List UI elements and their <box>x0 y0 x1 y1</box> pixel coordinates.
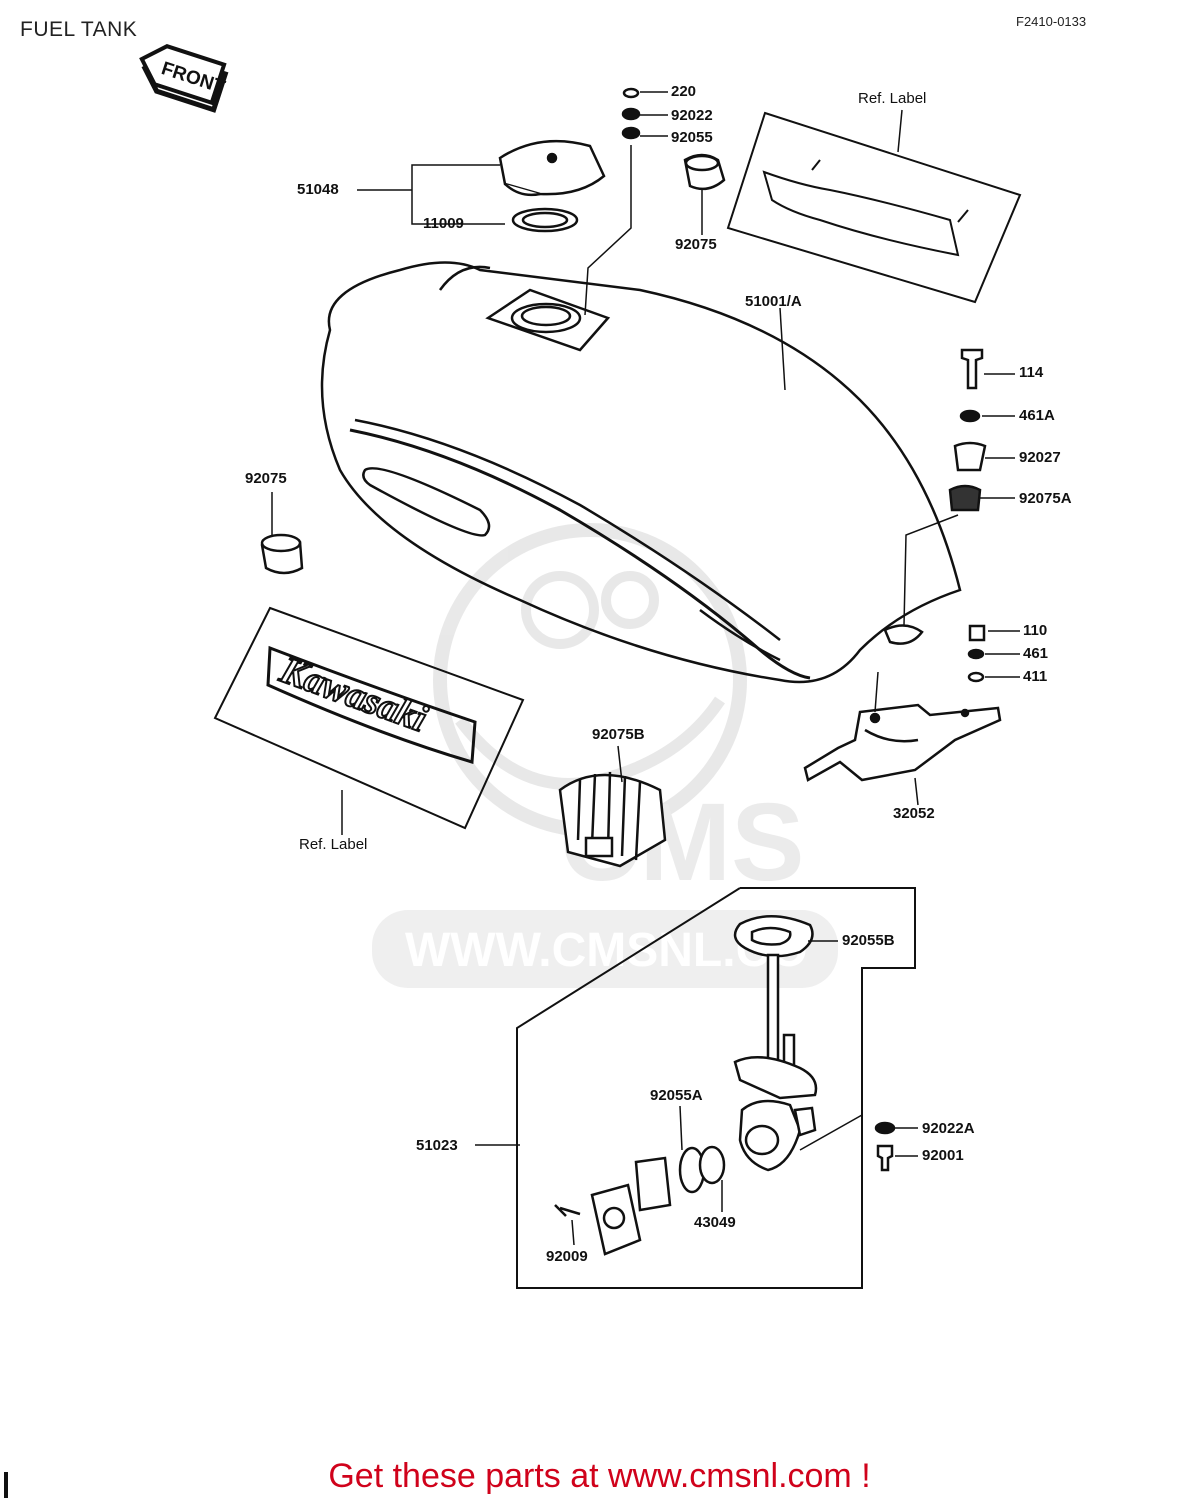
leader-lines <box>271 91 1020 1246</box>
part-label-11009: 11009 <box>423 215 464 232</box>
fuel-petcock <box>554 915 896 1256</box>
part-label-461a: 461A <box>1019 407 1055 424</box>
part-label-92055: 92055 <box>671 129 713 146</box>
petcock-assembly-frame <box>516 887 916 1289</box>
ref-label-top: Ref. Label <box>858 90 927 107</box>
part-label-92075-left: 92075 <box>245 470 287 487</box>
cmsnl-shop-link[interactable]: Get these parts at www.cmsnl.com ! <box>328 1457 871 1495</box>
part-label-92009: 92009 <box>546 1248 588 1265</box>
ref-label-bottom: Ref. Label <box>299 836 368 853</box>
fuel-tank <box>320 261 962 684</box>
part-label-220: 220 <box>671 83 697 100</box>
fuel-cap <box>498 139 606 233</box>
part-label-32052: 32052 <box>893 805 935 822</box>
kawasaki-emblem: Kawasaki <box>274 649 433 741</box>
part-label-92075b: 92075B <box>592 726 645 743</box>
part-label-43049: 43049 <box>694 1214 736 1231</box>
cap-bolt-stack <box>584 87 726 316</box>
part-label-51048: 51048 <box>297 181 339 198</box>
emblem-ref-label-frame <box>213 606 525 830</box>
part-label-110: 110 <box>1023 622 1048 639</box>
rear-rubber-92075b <box>558 771 667 868</box>
tank-bracket <box>803 624 1002 782</box>
diagram-code: F2410-0133 <box>1016 14 1087 29</box>
tank-rear-mount-hardware <box>903 348 987 626</box>
part-label-92075-top: 92075 <box>675 236 717 253</box>
part-label-461: 461 <box>1023 645 1049 662</box>
diagram-title: FUEL TANK <box>20 18 138 41</box>
part-label-92001: 92001 <box>922 1147 964 1164</box>
part-label-114: 114 <box>1019 364 1044 381</box>
part-label-92022: 92022 <box>671 107 713 124</box>
part-label-92022a: 92022A <box>922 1120 975 1137</box>
part-label-92075a: 92075A <box>1019 490 1072 507</box>
part-label-92055b: 92055B <box>842 932 895 949</box>
ref-label-top-frame <box>726 111 1022 304</box>
side-rubber-cushion <box>260 533 304 575</box>
part-label-51023: 51023 <box>416 1137 458 1154</box>
part-label-51001a: 51001/A <box>745 293 802 310</box>
part-label-92055a: 92055A <box>650 1087 703 1104</box>
footer-marker <box>4 1472 8 1498</box>
part-label-92027: 92027 <box>1019 449 1061 466</box>
front-arrow: FRONT <box>139 44 229 113</box>
part-label-411: 411 <box>1023 668 1048 685</box>
